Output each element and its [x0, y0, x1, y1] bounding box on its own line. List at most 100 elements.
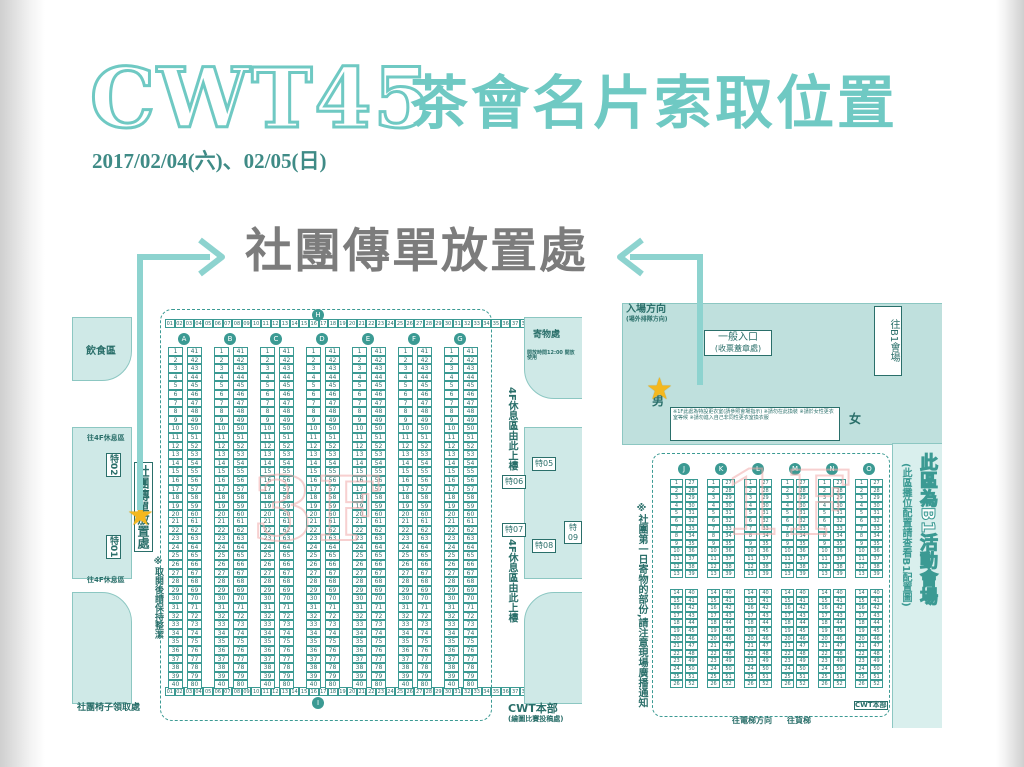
booth: 31 [306, 602, 321, 612]
booth: 48 [870, 649, 883, 658]
booth: 42 [325, 355, 340, 365]
booth: 37 [398, 654, 413, 664]
booth: 38 [352, 663, 367, 672]
booth: 34 [398, 628, 413, 638]
booth: 28 [306, 577, 321, 586]
booth: 2 [306, 355, 321, 365]
booth: 26 [398, 559, 413, 569]
booth: 23 [818, 657, 831, 665]
booth: 40 [796, 589, 809, 597]
booth: 34 [260, 628, 275, 638]
booth: 51 [870, 672, 883, 681]
booth: 63 [325, 534, 340, 543]
booth: 25 [670, 672, 683, 681]
booth: 18 [781, 619, 794, 627]
booth: 46 [325, 389, 340, 399]
booth: 27 [833, 479, 846, 487]
booth: 25 [707, 672, 720, 681]
booth: 27 [759, 479, 772, 487]
booth: 30 [833, 501, 846, 510]
booth: 12 [306, 441, 321, 451]
booth: 34 [685, 532, 698, 540]
booth: 18 [214, 493, 229, 502]
booth-column-d: D [316, 333, 328, 345]
booth: 30 [168, 594, 183, 603]
booth: 35 [685, 539, 698, 548]
booth: 61 [325, 517, 340, 526]
booth: 20 [855, 634, 868, 643]
booth: 64 [187, 542, 202, 552]
booth: 12 [214, 441, 229, 451]
booth: 6 [670, 516, 683, 525]
booth: 14 [306, 458, 321, 468]
booth: 62 [325, 525, 340, 535]
booth: 24 [670, 664, 683, 673]
booth: 33 [833, 524, 846, 533]
booth: 50 [463, 424, 478, 433]
booth: 13 [855, 570, 868, 578]
booth: 69 [279, 585, 294, 595]
booth: 8 [781, 532, 794, 540]
map-3f: 飲食區 往4F休息區 特02 特01 往4F休息區 社團傳單放置處 ※取閱後請保… [72, 307, 582, 727]
booth: 11 [398, 432, 413, 442]
booth: 7 [670, 524, 683, 533]
booth: 22 [781, 649, 794, 658]
booth-number-cell: 34 [481, 319, 492, 328]
booth: 24 [707, 664, 720, 673]
booth: 10 [352, 424, 367, 433]
booth: 21 [781, 642, 794, 650]
booth: 31 [398, 602, 413, 612]
booth: 69 [233, 585, 248, 595]
booth: 32 [444, 611, 459, 621]
booth: 76 [233, 645, 248, 655]
booth: 43 [870, 611, 883, 620]
booth: 40 [833, 589, 846, 597]
booth: 15 [214, 467, 229, 476]
booth: 59 [187, 501, 202, 511]
booth: 3 [744, 494, 757, 502]
booth: 13 [444, 450, 459, 459]
booth: 3 [306, 364, 321, 373]
booth: 55 [325, 467, 340, 476]
booth-column-a: A [178, 333, 190, 345]
booth: 26 [444, 559, 459, 569]
booth: 37 [722, 554, 735, 563]
booth: 6 [168, 389, 183, 399]
booth: 22 [744, 649, 757, 658]
booth: 20 [744, 634, 757, 643]
booth: 56 [233, 475, 248, 485]
booth: 71 [325, 602, 340, 612]
booth: 28 [870, 486, 883, 495]
booth: 72 [279, 611, 294, 621]
booth: 8 [352, 407, 367, 416]
booth: 27 [796, 479, 809, 487]
freight-elevator-label: 往貨梯 [787, 716, 811, 725]
booth: 8 [306, 407, 321, 416]
booth: 21 [168, 517, 183, 526]
booth: 53 [371, 450, 386, 459]
booth: 25 [352, 551, 367, 560]
booth: 31 [214, 602, 229, 612]
booth: 51 [833, 672, 846, 681]
booth: 27 [685, 479, 698, 487]
booth: 1 [306, 347, 321, 356]
booth: 66 [417, 559, 432, 569]
booth: 2 [260, 355, 275, 365]
booth: 16 [168, 475, 183, 485]
booth: 1 [818, 479, 831, 487]
storage-label: 寄物處 [533, 330, 561, 340]
booth: 77 [417, 654, 432, 664]
booth: 6 [306, 389, 321, 399]
booth-number-cell: 01 [165, 319, 175, 328]
booth: 15 [352, 467, 367, 476]
booth: 68 [279, 577, 294, 586]
booth: 13 [168, 450, 183, 459]
booth: 39 [214, 671, 229, 681]
booth: 77 [233, 654, 248, 664]
booth: 27 [870, 479, 883, 487]
booth: 33 [260, 620, 275, 629]
booth: 52 [279, 441, 294, 451]
